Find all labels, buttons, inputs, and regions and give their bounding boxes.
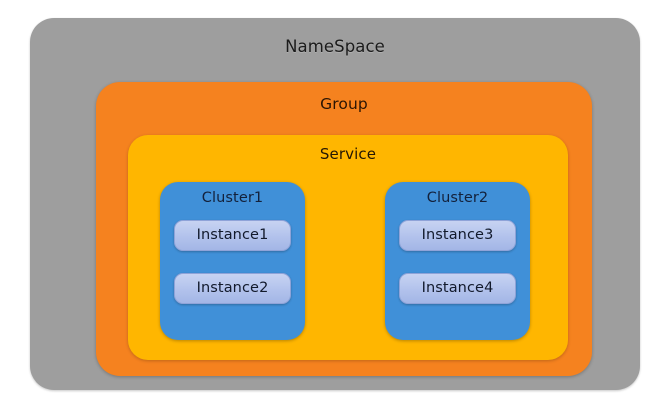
cluster-label-1: Cluster1 (201, 190, 264, 206)
service-label: Service (319, 145, 377, 163)
clusters-row: Cluster1 Instance1 Instance2 Cluster2 In… (128, 182, 568, 340)
namespace-container: NameSpace Group Service Cluster1 Instanc… (30, 18, 640, 390)
instance-label-4: Instance4 (421, 280, 494, 297)
group-container: Group Service Cluster1 Instance1 Instanc… (96, 82, 592, 376)
cluster-container-1: Cluster1 Instance1 Instance2 (160, 182, 305, 340)
instance-label-3: Instance3 (421, 227, 494, 244)
instance-box-2: Instance2 (174, 273, 291, 304)
namespace-label: NameSpace (285, 37, 385, 56)
cluster-container-2: Cluster2 Instance3 Instance4 (385, 182, 530, 340)
service-container: Service Cluster1 Instance1 Instance2 (128, 135, 568, 360)
instance-box-4: Instance4 (399, 273, 516, 304)
instance-box-3: Instance3 (399, 220, 516, 251)
instance-box-1: Instance1 (174, 220, 291, 251)
instance-label-2: Instance2 (196, 280, 269, 297)
group-label: Group (320, 95, 368, 113)
instance-label-1: Instance1 (196, 227, 269, 244)
cluster-label-2: Cluster2 (426, 190, 489, 206)
